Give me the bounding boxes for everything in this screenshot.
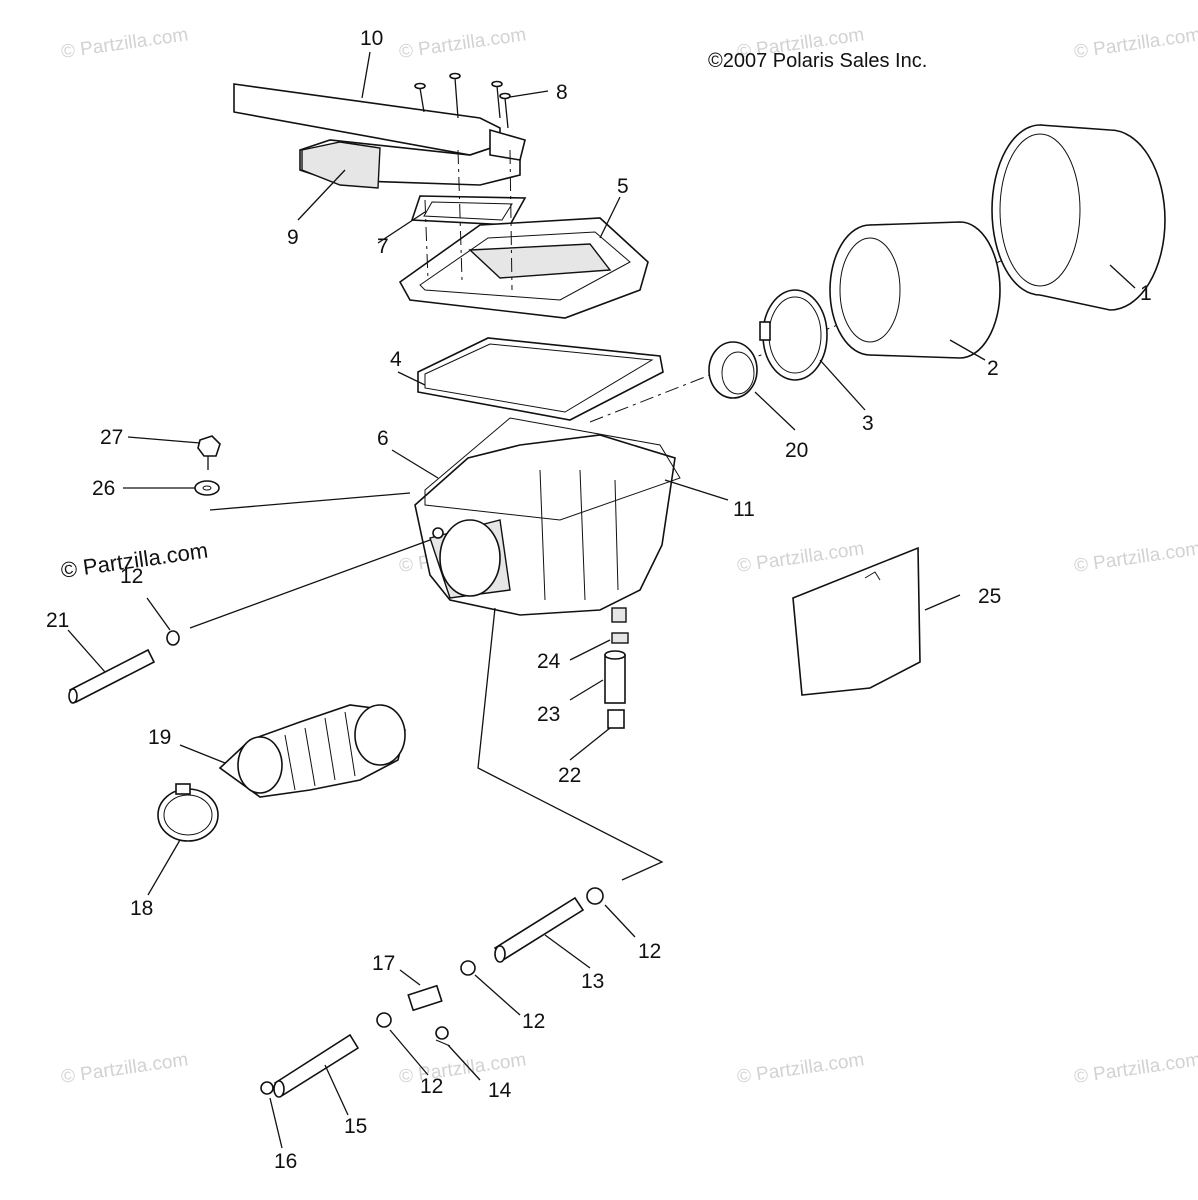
part-26-washer [194, 480, 220, 496]
part-13-hose [493, 896, 585, 963]
callout-10: 10 [360, 27, 383, 50]
callout-5: 5 [617, 175, 629, 198]
watermark: © Partzilla.com [1073, 24, 1198, 63]
callout-7: 7 [377, 235, 389, 258]
callout-4: 4 [390, 348, 402, 371]
watermark: © Partzilla.com [736, 538, 866, 577]
callout-8: 8 [556, 81, 568, 104]
part-17-connector [407, 984, 443, 1012]
part-20-sleeve [708, 341, 758, 399]
watermark: © Partzilla.com [60, 24, 190, 63]
part-27-bolt [197, 435, 221, 470]
part-12-clip-a [166, 630, 180, 646]
watermark: © Partzilla.com [60, 1049, 190, 1088]
part-21-hose [68, 648, 156, 704]
dashed-lines [424, 149, 1081, 423]
part-19-boot [218, 704, 406, 798]
callout-22: 22 [558, 764, 581, 787]
callout-12: 12 [638, 940, 661, 963]
copyright-text: ©2007 Polaris Sales Inc. [708, 50, 927, 72]
callout-6: 6 [377, 427, 389, 450]
callout-18: 18 [130, 897, 153, 920]
callout-11: 11 [733, 498, 755, 521]
callout-15: 15 [344, 1115, 367, 1138]
part-11-airbox [414, 417, 681, 616]
callout-27: 27 [100, 426, 123, 449]
part-15-hose [273, 1033, 360, 1098]
callout-13: 13 [581, 970, 604, 993]
leader-lines [67, 51, 1136, 1149]
part-12-clip-c [460, 960, 476, 976]
callout-1: 1 [1140, 282, 1152, 305]
part-2-filter [829, 221, 1001, 359]
part-3-clamp [759, 289, 828, 381]
callout-24: 24 [537, 650, 561, 673]
part-4-gasket [417, 337, 664, 421]
part-1-prefilter [991, 124, 1166, 311]
watermark: © Partzilla.com [1073, 538, 1198, 577]
callout-26: 26 [92, 477, 115, 500]
callout-12: 12 [120, 565, 143, 588]
watermark: © Partzilla.com [736, 1049, 866, 1088]
watermark: © Partzilla.com [398, 24, 528, 63]
part-10-intake-cover [233, 83, 526, 189]
callout-25: 25 [978, 585, 1001, 608]
callout-20: 20 [785, 439, 808, 462]
part-12-clip-b [586, 887, 604, 905]
callout-14: 14 [488, 1079, 512, 1102]
callout-2: 2 [987, 357, 999, 380]
callout-17: 17 [372, 952, 395, 975]
part-25-sheet [792, 546, 921, 696]
part-7-seal [410, 195, 527, 226]
part-12-clip-d [376, 1012, 392, 1028]
callout-12: 12 [420, 1075, 443, 1098]
callout-16: 16 [274, 1150, 297, 1173]
callout-21: 21 [46, 609, 69, 632]
part-5-lid [398, 217, 649, 319]
watermark: © Partzilla.com [1073, 1049, 1198, 1088]
part-16-clip [260, 1081, 274, 1095]
reference-lines [189, 492, 664, 881]
callout-3: 3 [862, 412, 874, 435]
part-8-screws [414, 72, 511, 129]
callout-12: 12 [522, 1010, 545, 1033]
part-18-clamp [157, 783, 219, 842]
part-14-clip [435, 1026, 451, 1047]
callout-23: 23 [537, 703, 560, 726]
drain-assembly [604, 607, 629, 729]
callout-labels: 10 8 9 7 5 4 6 11 1 2 3 20 27 26 12 21 1… [46, 27, 1152, 1173]
callout-9: 9 [287, 226, 299, 249]
callout-19: 19 [148, 726, 171, 749]
